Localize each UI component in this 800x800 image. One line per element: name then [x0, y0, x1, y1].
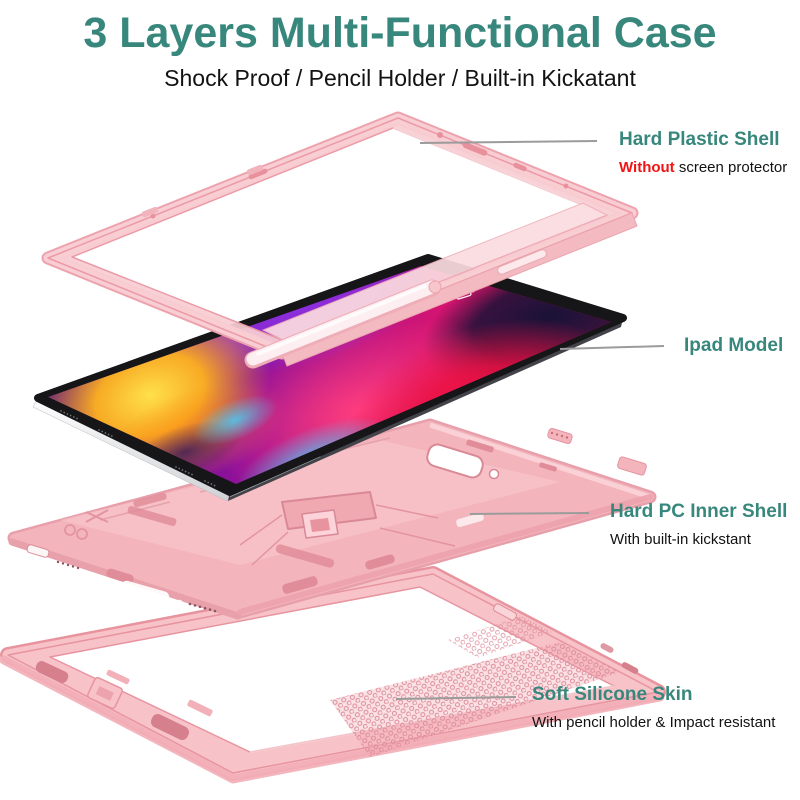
- shell-cutouts: [142, 132, 569, 219]
- annotation-title: Hard PC Inner Shell: [610, 501, 788, 522]
- camera-cutout: [426, 443, 500, 480]
- shell-flange: [261, 202, 609, 343]
- speaker-holes: [60, 410, 216, 487]
- page-subtitle: Shock Proof / Pencil Holder / Built-in K…: [164, 65, 636, 92]
- annotation-soft-silicone-skin: Soft Silicone Skin With pencil holder & …: [532, 684, 775, 731]
- pencil-holder-bar: [244, 279, 442, 369]
- annotation-title: Ipad Model: [684, 335, 784, 356]
- soft-silicone-skin-render: [0, 566, 666, 784]
- connector-line-hard-pc-inner-shell: [469, 512, 590, 515]
- shell-front-wall: [281, 212, 638, 367]
- hard-plastic-shell-render: [41, 111, 639, 369]
- honeycomb-texture: [330, 616, 620, 757]
- kickstand: [239, 491, 456, 566]
- annotation-note: With pencil holder & Impact resistant: [532, 714, 776, 731]
- annotation-title: Hard Plastic Shell: [619, 129, 780, 150]
- annotation-hard-plastic-shell: Hard Plastic Shell Without screen protec…: [619, 129, 787, 176]
- annotation-title: Soft Silicone Skin: [532, 684, 693, 705]
- annotation-hard-pc-inner-shell: Hard PC Inner Shell With built-in kickst…: [610, 501, 787, 548]
- annotation-note-highlight: Without: [619, 159, 675, 176]
- page-header: 3 Layers Multi-Functional Case Shock Pro…: [0, 9, 800, 92]
- annotation-note: With built-in kickstant: [610, 531, 751, 548]
- annotation-note: Without screen protector: [619, 159, 787, 176]
- silicone-cutouts: [35, 603, 639, 741]
- page-title: 3 Layers Multi-Functional Case: [83, 9, 717, 57]
- connector-line-ipad-model: [559, 345, 665, 350]
- connector-line-hard-plastic-shell: [419, 140, 598, 144]
- connector-lines: [395, 140, 665, 700]
- annotation-ipad-model: Ipad Model: [684, 335, 783, 357]
- hard-pc-inner-shell-render: [7, 418, 657, 620]
- connector-line-soft-silicone-skin: [395, 696, 517, 700]
- annotation-note-rest: screen protector: [674, 159, 788, 176]
